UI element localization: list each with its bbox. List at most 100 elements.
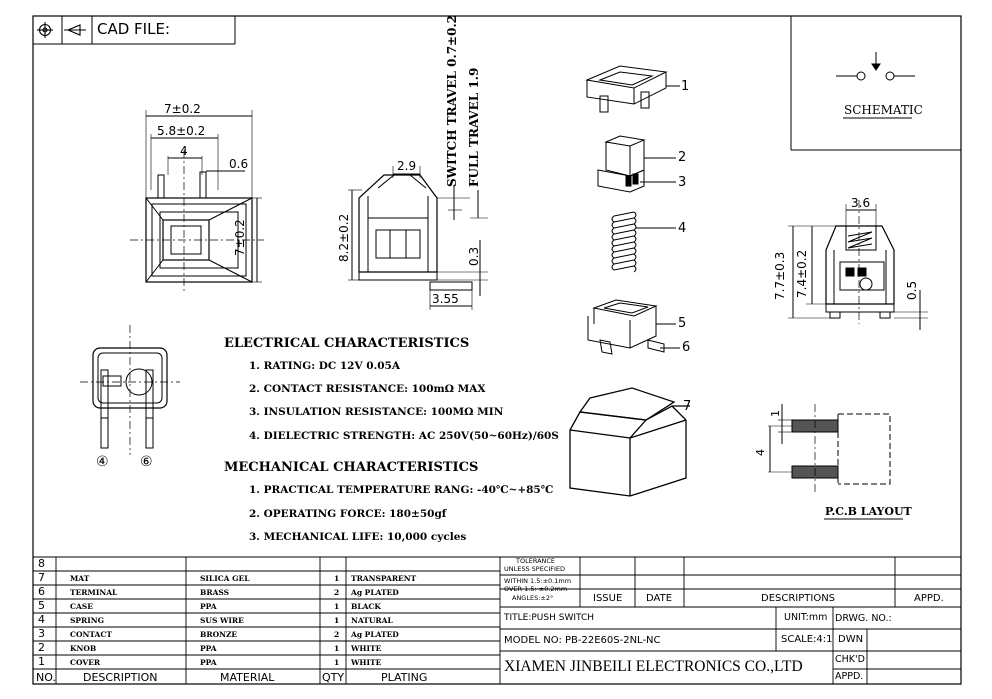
pcb-layout-label: P.C.B LAYOUT bbox=[825, 505, 912, 518]
right-top-width-dim: 3.6 bbox=[851, 196, 871, 210]
side-top-width-dim: 2.9 bbox=[397, 159, 417, 173]
mechanical-item: 2. OPERATING FORCE: 180±50gf bbox=[249, 508, 447, 520]
company-name: XIAMEN JINBEILI ELECTRONICS CO.,LTD bbox=[504, 658, 803, 675]
part-4-spring bbox=[611, 211, 676, 273]
bom-header-no: NO. bbox=[36, 671, 56, 684]
descriptions-header: DESCRIPTIONS bbox=[761, 593, 836, 604]
part-7-mat bbox=[569, 387, 690, 497]
side-pin-offset-dim: 3.55 bbox=[432, 292, 459, 306]
bom-cell-qty: 2 bbox=[334, 630, 340, 639]
model-field: MODEL NO: PB-22E60S-2NL-NC bbox=[504, 635, 661, 646]
bom-cell-description: MAT bbox=[70, 574, 90, 583]
side-height-dim: 8.2±0.2 bbox=[337, 213, 351, 262]
appd-header: APPD. bbox=[914, 593, 944, 604]
front-height-dim: 7±0.2 bbox=[233, 219, 247, 256]
title-block-grid bbox=[500, 556, 961, 684]
tolerance-line: UNLESS SPECIFIED bbox=[504, 565, 566, 573]
bom-cell-plating: NATURAL bbox=[351, 616, 393, 625]
bom-header-plating: PLATING bbox=[381, 671, 428, 684]
chkd-field: CHK'D bbox=[835, 654, 865, 665]
bom-cell-no: 1 bbox=[38, 655, 45, 668]
bom-cell-description: CONTACT bbox=[70, 630, 112, 639]
full-travel-label: FULL TRAVEL 1.9 bbox=[467, 67, 481, 187]
drwg-no-field: DRWG. NO.: bbox=[835, 613, 892, 624]
bom-cell-plating: Ag PLATED bbox=[351, 588, 399, 597]
bom-cell-material: SILICA GEL bbox=[200, 574, 250, 583]
bom-cell-material: BRONZE bbox=[200, 630, 238, 639]
bom-cell-description: COVER bbox=[70, 658, 101, 667]
bom-cell-plating: WHITE bbox=[351, 658, 382, 667]
bom-cell-description: CASE bbox=[70, 602, 93, 611]
front-pin-spacing-dim: 4 bbox=[180, 144, 188, 158]
part-callout-2: 2 bbox=[678, 150, 687, 165]
unit-field: UNIT:mm bbox=[784, 612, 828, 623]
bom-cell-no: 8 bbox=[38, 557, 45, 570]
part-callout-7: 7 bbox=[683, 399, 692, 414]
bom-cell-material: PPA bbox=[200, 644, 217, 653]
part-callout-3: 3 bbox=[678, 175, 687, 190]
electrical-item: 3. INSULATION RESISTANCE: 100MΩ MIN bbox=[249, 406, 504, 418]
scale-field: SCALE:4:1 bbox=[781, 634, 833, 645]
bottom-view-drawing bbox=[80, 325, 180, 455]
bom-cell-qty: 1 bbox=[334, 658, 340, 667]
pin-4-label: ④ bbox=[96, 454, 109, 470]
bom-cell-material: PPA bbox=[200, 602, 217, 611]
pin-6-label: ⑥ bbox=[140, 454, 153, 470]
cad-file-label: CAD FILE: bbox=[97, 20, 170, 38]
appd-field: APPD. bbox=[835, 671, 864, 682]
schematic-label: SCHEMATIC bbox=[844, 103, 923, 117]
side-base-offset-dim: 0.3 bbox=[467, 246, 481, 266]
part-callout-4: 4 bbox=[678, 221, 687, 236]
bom-cell-description: KNOB bbox=[70, 644, 97, 653]
electrical-title: ELECTRICAL CHARACTERISTICS bbox=[224, 336, 470, 351]
bom-cell-plating: TRANSPARENT bbox=[351, 574, 417, 583]
part-callout-5: 5 bbox=[678, 316, 687, 331]
tolerance-line: WITHIN 1.5:±0.1mm bbox=[504, 577, 572, 585]
bom-cell-description: TERMINAL bbox=[70, 588, 118, 597]
part-2-3-knob bbox=[597, 135, 676, 193]
bom-cell-no: 6 bbox=[38, 585, 45, 598]
date-header: DATE bbox=[646, 593, 673, 604]
issue-header: ISSUE bbox=[593, 593, 623, 604]
bom-cell-plating: WHITE bbox=[351, 644, 382, 653]
part-callout-6: 6 bbox=[682, 340, 691, 355]
title-field: TITLE:PUSH SWITCH bbox=[504, 613, 595, 623]
bom-cell-no: 3 bbox=[38, 627, 45, 640]
bom-cell-no: 5 bbox=[38, 599, 45, 612]
side-view-drawing bbox=[348, 166, 488, 310]
bom-cell-material: PPA bbox=[200, 658, 217, 667]
bom-cell-plating: Ag PLATED bbox=[351, 630, 399, 639]
pcb-layout-drawing bbox=[768, 404, 891, 494]
pcb-dim-a: 1 bbox=[769, 410, 782, 417]
front-width-inner-dim: 5.8±0.2 bbox=[157, 124, 206, 138]
part-callout-1: 1 bbox=[681, 79, 690, 94]
bom-cell-qty: 1 bbox=[334, 602, 340, 611]
electrical-item: 2. CONTACT RESISTANCE: 100mΩ MAX bbox=[249, 383, 486, 395]
right-height-inner-dim: 7.4±0.2 bbox=[795, 249, 809, 298]
tolerance-line: OVER 1.5: ±0.2mm bbox=[504, 585, 568, 593]
projection-symbol-icon bbox=[37, 22, 86, 38]
schematic-switch-symbol bbox=[836, 52, 915, 81]
bom-cell-material: BRASS bbox=[200, 588, 230, 597]
mechanical-title: MECHANICAL CHARACTERISTICS bbox=[224, 460, 479, 475]
front-pin-width-dim: 0.6 bbox=[229, 157, 249, 171]
bom-header-description: DESCRIPTION bbox=[83, 671, 158, 684]
tolerance-line: ANGLES:±2° bbox=[512, 594, 554, 602]
bom-cell-qty: 1 bbox=[334, 616, 340, 625]
right-height-outer-dim: 7.7±0.3 bbox=[773, 251, 787, 300]
bom-header-qty: QTY bbox=[322, 671, 345, 684]
bom-cell-no: 4 bbox=[38, 613, 45, 626]
right-view-drawing bbox=[788, 200, 928, 330]
front-view-drawing bbox=[130, 110, 264, 293]
electrical-item: 1. RATING: DC 12V 0.05A bbox=[249, 360, 400, 372]
part-1-cover bbox=[585, 65, 680, 113]
part-5-6-case bbox=[587, 299, 680, 355]
bom-cell-no: 7 bbox=[38, 571, 45, 584]
bom-cell-description: SPRING bbox=[70, 616, 105, 625]
bom-cell-qty: 1 bbox=[334, 644, 340, 653]
right-pin-offset-dim: 0.5 bbox=[905, 280, 919, 300]
bom-table-grid bbox=[33, 556, 501, 684]
electrical-item: 4. DIELECTRIC STRENGTH: AC 250V(50~60Hz)… bbox=[249, 430, 559, 442]
bom-header-material: MATERIAL bbox=[220, 671, 275, 684]
mechanical-item: 3. MECHANICAL LIFE: 10,000 cycles bbox=[249, 531, 467, 543]
